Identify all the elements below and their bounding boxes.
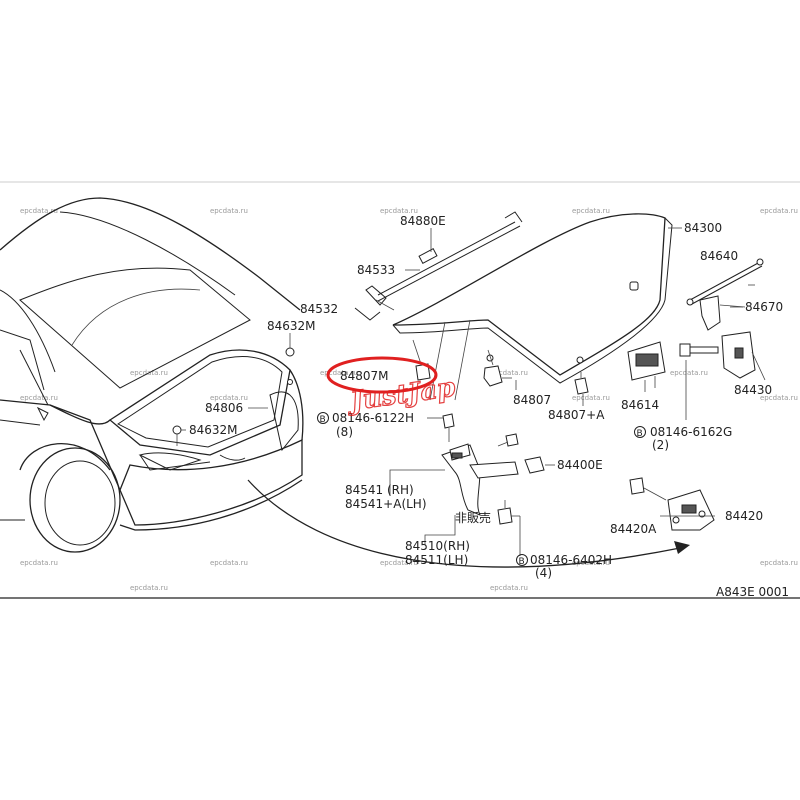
label-84532: 84532 xyxy=(300,302,338,316)
highlight-ellipse xyxy=(326,356,438,394)
watermark-text: epcdata.ru xyxy=(210,559,248,567)
striker xyxy=(721,331,766,381)
watermark-text: epcdata.ru xyxy=(760,394,798,402)
trunk-lid-illustration xyxy=(392,213,673,401)
bolt-marker-text: B xyxy=(519,557,525,567)
key-cylinder xyxy=(627,341,666,392)
watermark-text: epcdata.ru xyxy=(490,369,528,377)
label-84640: 84640 xyxy=(700,249,738,263)
bolt-marker-text: B xyxy=(320,415,326,425)
watermark-text: epcdata.ru xyxy=(130,584,168,592)
rod-bracket xyxy=(699,295,746,331)
label-84300: 84300 xyxy=(684,221,722,235)
watermark-text: epcdata.ru xyxy=(670,369,708,377)
bolt-marker-6122H xyxy=(317,412,329,424)
watermark-text: epcdata.ru xyxy=(760,207,798,215)
label-84807: 84807 xyxy=(513,393,551,407)
label-84880E: 84880E xyxy=(400,214,446,228)
watermark-text: epcdata.ru xyxy=(572,394,610,402)
label-84420A: 84420A xyxy=(610,522,657,536)
leader-lines xyxy=(181,227,755,556)
label-84807M: 84807M xyxy=(340,369,389,383)
label-08146-6162G: 08146-6162G xyxy=(650,425,732,439)
hinge-assembly xyxy=(441,413,545,525)
label-84806: 84806 xyxy=(205,401,243,415)
watermark-text: epcdata.ru xyxy=(572,207,610,215)
diagram-code: A843E 0001 xyxy=(716,585,789,599)
label-84541: 84541 (RH) xyxy=(345,483,414,497)
label-84807A: 84807+A xyxy=(548,408,605,422)
label-08146-6402H-qty: (4) xyxy=(535,566,552,580)
label-84541A: 84541+A(LH) xyxy=(345,497,427,511)
trunk-lock xyxy=(629,477,715,531)
watermark-text: epcdata.ru xyxy=(20,207,58,215)
watermark-text: epcdata.ru xyxy=(572,559,610,567)
label-84632M-top: 84632M xyxy=(267,319,316,333)
bolt-marker-text: B xyxy=(637,429,643,439)
label-84614: 84614 xyxy=(621,398,659,412)
label-84511: 84511(LH) xyxy=(405,553,468,567)
label-84430: 84430 xyxy=(734,383,772,397)
label-84400E: 84400E xyxy=(557,458,603,472)
label-08146-6122H: 08146-6122H xyxy=(332,411,414,425)
watermark-text: epcdata.ru xyxy=(760,559,798,567)
bolt-marker-6402H xyxy=(516,554,528,566)
bolt-6162G xyxy=(679,343,719,420)
watermark-text: epcdata.ru xyxy=(380,559,418,567)
car-body-illustration xyxy=(0,197,304,553)
label-84632M-bottom: 84632M xyxy=(189,423,238,437)
watermark-text: epcdata.ru xyxy=(20,559,58,567)
label-08146-6162G-qty: (2) xyxy=(652,438,669,452)
watermarks: epcdata.ru epcdata.ru epcdata.ru epcdata… xyxy=(20,207,798,592)
watermark-text: epcdata.ru xyxy=(210,207,248,215)
watermark-text: epcdata.ru xyxy=(320,369,358,377)
label-84510: 84510(RH) xyxy=(405,539,470,553)
watermark-text: epcdata.ru xyxy=(490,584,528,592)
watermark-text: epcdata.ru xyxy=(380,207,418,215)
label-84420: 84420 xyxy=(725,509,763,523)
watermark-text: epcdata.ru xyxy=(20,394,58,402)
direction-arrow xyxy=(247,479,690,568)
part-labels: 84880E 84533 84532 84632M 84807M 84806 8… xyxy=(189,214,789,599)
label-08146-6402H: 08146-6402H xyxy=(530,553,612,567)
label-84533: 84533 xyxy=(357,263,395,277)
bolt-marker-6162G xyxy=(634,426,646,438)
watermark-text: epcdata.ru xyxy=(210,394,248,402)
cable-assembly xyxy=(354,211,523,321)
label-84670: 84670 xyxy=(745,300,783,314)
label-not-sold: 非販売 xyxy=(455,510,491,525)
label-08146-6122H-qty: (8) xyxy=(336,425,353,439)
support-rod xyxy=(686,258,764,306)
